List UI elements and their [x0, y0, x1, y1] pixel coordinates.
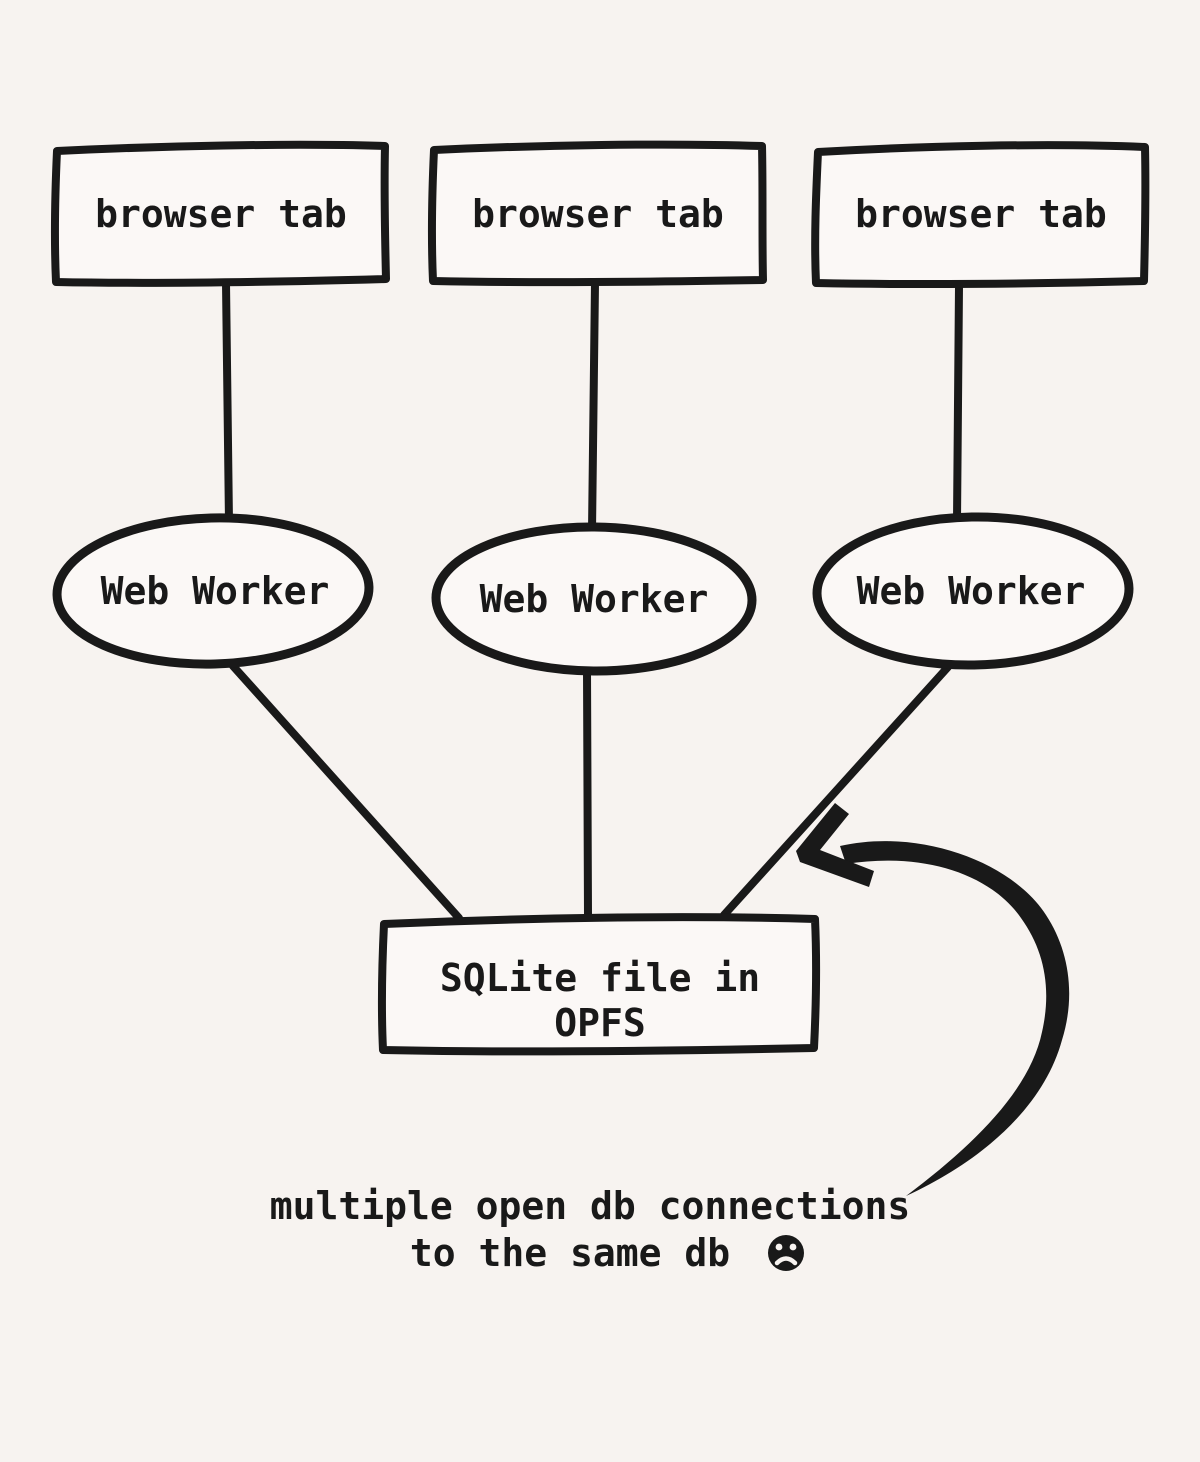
edge-worker3-storage [720, 663, 952, 919]
edge-tab3-worker3 [953, 282, 963, 525]
sqlite-opfs-label-line2: OPFS [554, 1001, 646, 1045]
edge-tab2-worker2 [588, 279, 599, 535]
browser-tab-label-1: browser tab [95, 192, 347, 236]
edge-worker1-storage [229, 662, 463, 922]
browser-tab-box-3 [811, 141, 1150, 289]
sqlite-opfs-box [377, 913, 821, 1056]
browser-tab-node-2: browser tab [427, 140, 767, 287]
browser-tab-node-3: browser tab [811, 141, 1150, 289]
web-worker-node-3: Web Worker [812, 512, 1134, 670]
caption: multiple open db connections to the same… [270, 1184, 911, 1275]
edge-tab1-worker1 [222, 279, 233, 527]
browser-tab-box-2 [427, 140, 767, 287]
annotation-arrow [796, 803, 1070, 1196]
web-worker-node-2: Web Worker [431, 522, 757, 676]
edge-worker2-storage [583, 666, 592, 920]
web-worker-label-2: Web Worker [480, 577, 709, 621]
sqlite-opfs-node: SQLite file in OPFS [377, 913, 821, 1056]
browser-tab-box-1 [50, 140, 390, 287]
caption-line2: to the same db [410, 1231, 730, 1275]
web-worker-label-3: Web Worker [857, 569, 1086, 613]
arrow-head-icon [796, 803, 874, 887]
web-worker-label-1: Web Worker [101, 569, 330, 613]
browser-tab-label-3: browser tab [855, 192, 1107, 236]
web-worker-node-1: Web Worker [52, 513, 374, 669]
web-worker-ellipse-3 [812, 512, 1134, 670]
browser-tab-label-2: browser tab [472, 192, 724, 236]
web-worker-ellipse-2 [431, 522, 757, 676]
arrow-curve [840, 841, 1070, 1196]
browser-tab-node-1: browser tab [50, 140, 390, 287]
caption-line1: multiple open db connections [270, 1184, 911, 1228]
sqlite-opfs-label-line1: SQLite file in [440, 956, 760, 1000]
edges [222, 279, 963, 922]
frowning-face-icon [768, 1235, 804, 1271]
web-worker-ellipse-1 [52, 513, 374, 669]
